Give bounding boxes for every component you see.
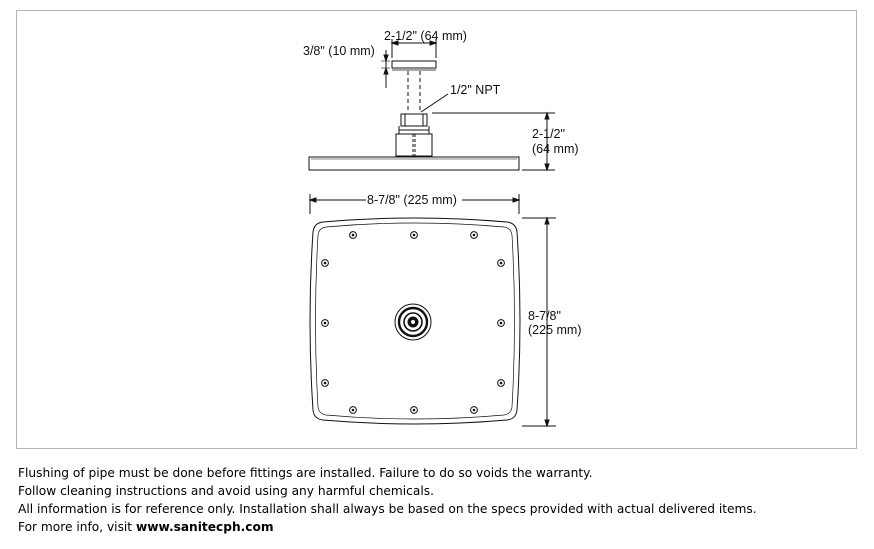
nozzle-center xyxy=(323,321,327,325)
nozzle xyxy=(497,259,505,267)
website-link[interactable]: www.sanitecph.com xyxy=(135,520,274,534)
connector-nut xyxy=(400,113,428,127)
nozzle xyxy=(497,319,505,327)
dim-flange-thickness: 3/8" (10 mm) xyxy=(303,44,375,58)
dim-arm-width: 2-1/2" (64 mm) xyxy=(384,29,467,43)
nozzle-center xyxy=(472,408,476,412)
nozzle xyxy=(349,406,357,414)
shower-plate-outline xyxy=(309,217,521,425)
nozzle-center xyxy=(472,233,476,237)
dim-thread: 1/2" NPT xyxy=(450,83,501,97)
nozzle-center xyxy=(412,408,416,412)
nozzle xyxy=(470,231,478,239)
nozzle-center xyxy=(412,233,416,237)
nozzle xyxy=(321,319,329,327)
nozzle xyxy=(349,231,357,239)
nozzle-center xyxy=(323,381,327,385)
dim-plate-height-1: 8-7/8" xyxy=(528,309,561,323)
nozzle-center xyxy=(323,261,327,265)
nozzle xyxy=(410,406,418,414)
note-cleaning: Follow cleaning instructions and avoid u… xyxy=(18,484,434,498)
nozzle xyxy=(321,379,329,387)
nozzle-center xyxy=(499,261,503,265)
dim-side-height-1: 2-1/2" xyxy=(532,127,565,141)
mounting-flange xyxy=(391,60,437,69)
nozzle-center xyxy=(351,408,355,412)
installation-notes: Flushing of pipe must be done before fit… xyxy=(18,464,858,536)
nozzle-center xyxy=(499,321,503,325)
note-flushing: Flushing of pipe must be done before fit… xyxy=(18,466,593,480)
spray-nozzles xyxy=(321,231,505,414)
nozzle xyxy=(497,379,505,387)
dim-plate-width: 8-7/8" (225 mm) xyxy=(367,193,457,207)
dim-side-height-2: (64 mm) xyxy=(532,142,579,156)
side-view xyxy=(308,39,555,172)
top-view xyxy=(308,194,556,428)
nozzle-center xyxy=(499,381,503,385)
diagram-frame xyxy=(16,10,857,449)
nozzle-center xyxy=(351,233,355,237)
note-more-info-text: For more info, visit xyxy=(18,520,136,534)
nozzle xyxy=(321,259,329,267)
nozzle xyxy=(470,406,478,414)
shower-plate-inner-edge xyxy=(315,222,515,420)
center-inlet xyxy=(394,303,432,341)
note-more-info: For more info, visit www.sanitecph.com xyxy=(18,518,858,536)
dim-plate-height-2: (225 mm) xyxy=(528,323,581,337)
shower-head-diagram: 2-1/2" (64 mm) 3/8" (10 mm) 1/2" NPT 2-1… xyxy=(303,29,581,428)
shower-plate-side xyxy=(308,156,520,171)
note-reference: All information is for reference only. I… xyxy=(18,502,757,516)
ball-joint-body xyxy=(395,133,433,157)
nozzle xyxy=(410,231,418,239)
